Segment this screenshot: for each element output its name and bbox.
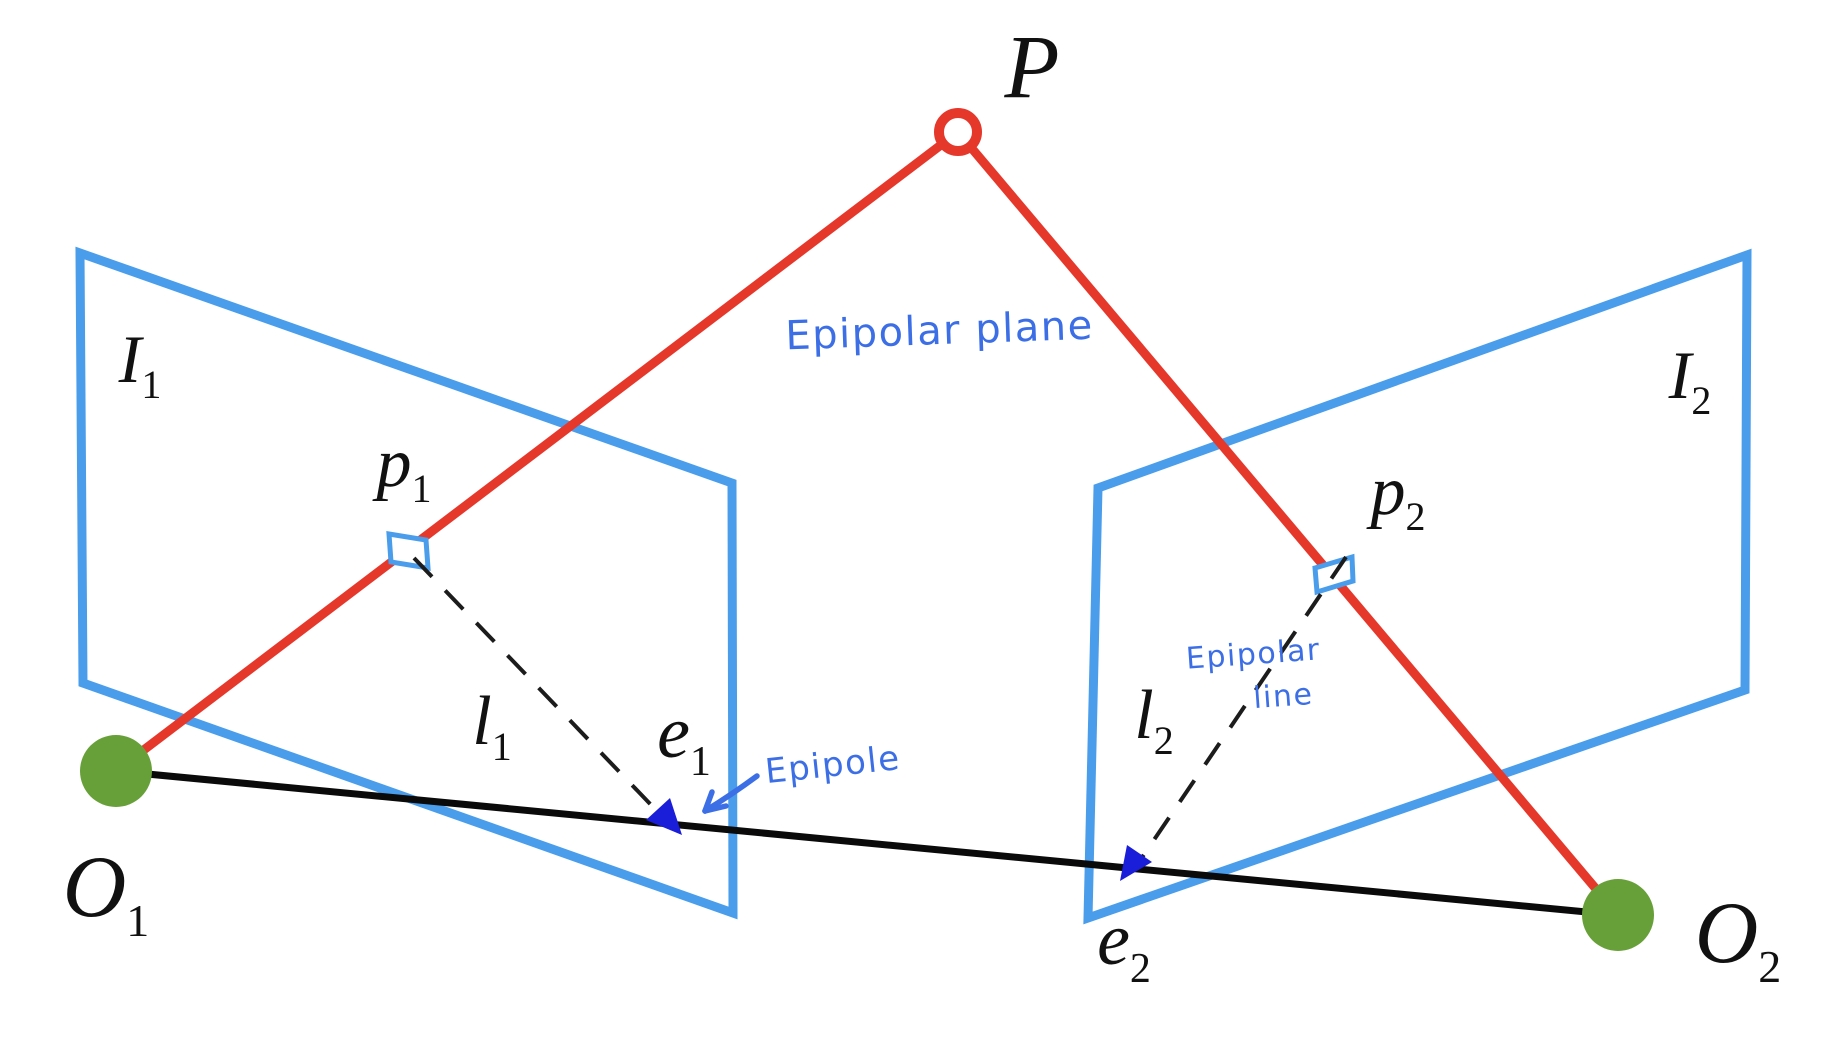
image-plane-2 (1083, 248, 1752, 925)
point-p-marker (934, 108, 982, 156)
epipole-annotation-arrow-icon (702, 773, 760, 814)
annotation-epipolar-line-word1: Epipolar (1185, 632, 1322, 676)
label-O1: O1 (63, 839, 150, 946)
label-l2: l2 (1134, 677, 1173, 763)
epipolar-line-l2 (1139, 555, 1348, 861)
annotation-epipolar-line-word2: line (1252, 677, 1314, 716)
baseline-o1-o2 (115, 767, 1619, 919)
ray-p-to-o1 (113, 128, 961, 775)
label-O2: O2 (1695, 885, 1782, 992)
annotation-epipolar-plane: Epipolar plane (785, 303, 1095, 360)
camera-center-o2 (1582, 879, 1654, 951)
annotation-epipole: Epipole (763, 738, 902, 792)
label-I1: I1 (118, 321, 162, 407)
label-l1: l1 (472, 683, 511, 769)
image-plane-1 (75, 246, 738, 920)
epipolar-line-l1 (412, 556, 657, 811)
label-I2: I2 (1668, 337, 1712, 423)
point-p1-marker (386, 531, 431, 571)
label-p1: p1 (372, 425, 432, 511)
label-e2: e2 (1097, 899, 1151, 992)
camera-center-o1 (80, 735, 152, 807)
label-e1: e1 (657, 692, 711, 785)
ray-p-to-o2 (954, 129, 1622, 918)
label-p2: p2 (1366, 453, 1426, 539)
epipole-e1-arrowhead-icon (646, 798, 682, 835)
epipole-e2-arrowhead-icon (1120, 845, 1152, 881)
label-P: P (1004, 18, 1060, 117)
